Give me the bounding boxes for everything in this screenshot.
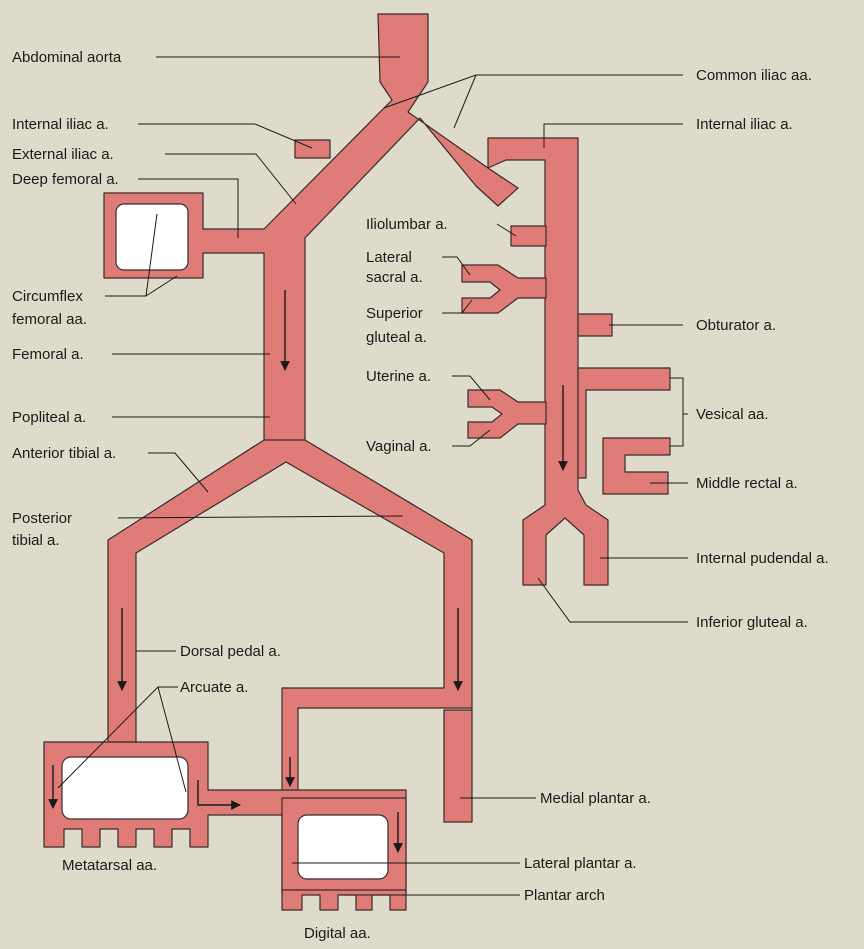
dorsal-foot-window [61,756,189,820]
label-middle-rectal: Middle rectal a. [696,475,798,492]
label-uterine: Uterine a. [366,368,431,385]
label-deep-femoral: Deep femoral a. [12,171,119,188]
leader-lines [57,56,688,896]
labels: Abdominal aorta Common iliac aa. Interna… [12,49,829,942]
label-lateral-sacral-2: sacral a. [366,269,423,286]
label-lateral-plantar: Lateral plantar a. [524,855,637,872]
label-iliolumbar: Iliolumbar a. [366,216,448,233]
label-plantar-arch: Plantar arch [524,887,605,904]
label-vesical: Vesical aa. [696,406,769,423]
label-circumflex-1: Circumflex [12,288,83,305]
label-anterior-tibial: Anterior tibial a. [12,445,116,462]
vessel-network [43,13,671,911]
iliolumbar-vessel [510,225,547,247]
uterine-vaginal-fork-vessel [467,389,547,439]
label-metatarsal: Metatarsal aa. [62,857,157,874]
label-dorsal-pedal: Dorsal pedal a. [180,643,281,660]
label-inferior-gluteal: Inferior gluteal a. [696,614,808,631]
label-medial-plantar: Medial plantar a. [540,790,651,807]
label-posterior-tibial-1: Posterior [12,510,72,527]
label-popliteal: Popliteal a. [12,409,86,426]
label-vaginal: Vaginal a. [366,438,432,455]
label-femoral: Femoral a. [12,346,84,363]
vesical-lower-vessel [602,437,671,495]
label-obturator: Obturator a. [696,317,776,334]
vesical-upper-vessel [577,367,671,479]
obturator-vessel [577,313,613,337]
internal-iliac-right-vessel [487,137,609,586]
label-arcuate: Arcuate a. [180,679,248,696]
label-lateral-sacral-1: Lateral [366,249,412,266]
label-circumflex-2: femoral aa. [12,311,87,328]
label-external-iliac: External iliac a. [12,146,114,163]
label-common-iliac: Common iliac aa. [696,67,812,84]
label-superior-gluteal-2: gluteal a. [366,329,427,346]
circumflex-loop-window [115,203,189,271]
label-internal-pudendal: Internal pudendal a. [696,550,829,567]
label-internal-iliac-right: Internal iliac a. [696,116,793,133]
label-posterior-tibial-2: tibial a. [12,532,60,549]
sacral-gluteal-fork-vessel [461,264,547,314]
plantar-foot-window [297,814,389,880]
label-internal-iliac-left: Internal iliac a. [12,116,109,133]
label-abdominal-aorta: Abdominal aorta [12,49,122,66]
digital-teeth-vessel [281,889,407,911]
flow-arrow-arcuate [197,780,241,810]
label-digital: Digital aa. [304,925,371,942]
flow-arrows [48,290,568,853]
label-superior-gluteal-1: Superior [366,305,423,322]
